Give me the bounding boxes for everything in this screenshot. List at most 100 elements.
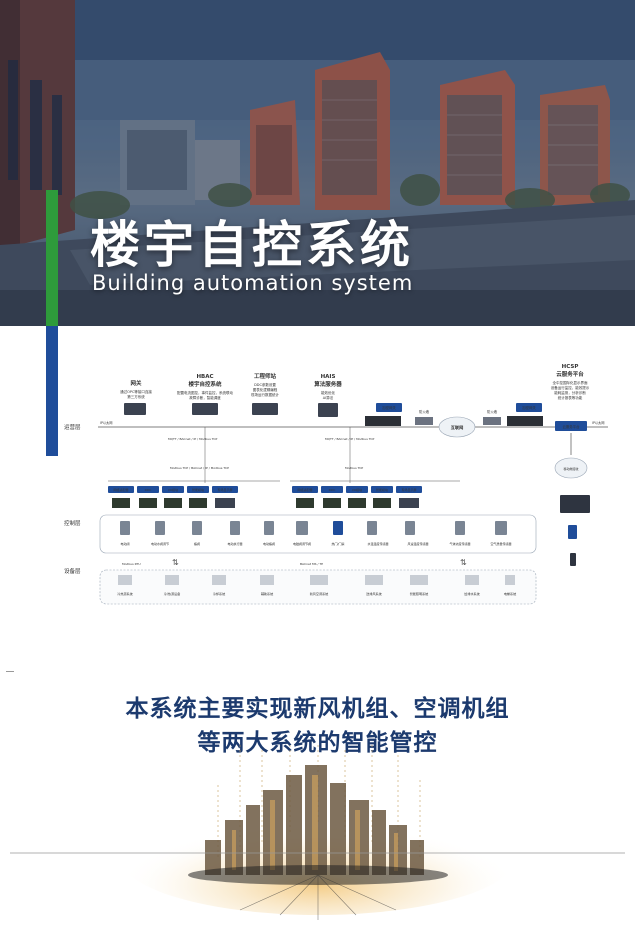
bus-label-right: IP以太网: [592, 420, 604, 425]
svg-text:HCSP: HCSP: [562, 364, 579, 370]
proto-label: Modbus TCP / BACnet / IP / Modbus TCP: [170, 466, 229, 470]
svg-text:AI算法: AI算法: [323, 395, 334, 400]
hero-subtitle: Building automation system: [92, 271, 414, 295]
svg-text:DDC参数设置: DDC参数设置: [254, 382, 276, 387]
hero-title: 楼宇自控系统: [90, 216, 414, 274]
svg-text:图表化逻辑编程: 图表化逻辑编程: [253, 387, 278, 392]
svg-text:故障诊断，智能调度: 故障诊断，智能调度: [189, 395, 221, 400]
top-node-engineer: 工程师站 DDC参数设置 图表化逻辑编程 现场运行数据统计: [251, 372, 279, 397]
system-architecture-diagram: 运营层 控制层 设备层 网关 通过OPC等接口连接 第三方系统 HBAC 楼宇自…: [64, 364, 608, 605]
svg-text:现场运行数据统计: 现场运行数据统计: [251, 392, 279, 397]
svg-text:热门/门禁: 热门/门禁: [331, 541, 344, 546]
net-device-label: 移动端接收: [563, 466, 578, 471]
svg-text:通过OPC等接口连接: 通过OPC等接口连接: [120, 389, 152, 394]
svg-text:网络适配器: 网络适配器: [113, 487, 128, 492]
controller-row-left: 网络适配器 DDC I/O模块 智能模块 现场显示屏: [108, 486, 238, 508]
proto-label: MQTT / BACnet / IP / Modbus TCP: [168, 437, 217, 441]
svg-text:配置电流图控，事件监控，系统联动: 配置电流图控，事件监控，系统联动: [177, 390, 233, 395]
svg-text:电动水阀调节: 电动水阀调节: [151, 541, 169, 546]
svg-text:水温温度传感器: 水温温度传感器: [367, 541, 388, 546]
field-devices-panel: [99, 514, 537, 554]
internet-cloud-icon: [438, 416, 476, 438]
svg-text:云服务平台: 云服务平台: [556, 370, 584, 378]
workstation-icons: [124, 403, 338, 417]
net-device-label: 防火墙: [419, 409, 430, 414]
caption-line-1: 本系统主要实现新风机组、空调机组: [125, 696, 510, 722]
svg-text:现场显示屏: 现场显示屏: [217, 487, 232, 492]
caption-line-2: 等两大系统的智能管控: [197, 730, 438, 756]
layer-label-device: 设备层: [64, 567, 81, 575]
gateway-device-icon: [507, 416, 543, 426]
svg-text:统计报表等功能: 统计报表等功能: [558, 395, 583, 400]
svg-text:HBAC: HBAC: [196, 374, 213, 380]
net-device-label: 云服务平台: [563, 424, 581, 429]
svg-text:电梯系统: 电梯系统: [504, 591, 516, 596]
accent-bar-green: [46, 190, 58, 326]
proto-label: Modbus TCP: [345, 466, 363, 470]
svg-text:智能模块: 智能模块: [376, 487, 388, 492]
svg-text:冷热源系统: 冷热源系统: [117, 591, 132, 596]
svg-text:设备运行监控，能效提示: 设备运行监控，能效提示: [551, 385, 590, 390]
svg-text:第三方系统: 第三方系统: [127, 394, 145, 399]
firewall-icon: [483, 417, 501, 425]
svg-text:网络适配器: 网络适配器: [297, 487, 312, 492]
proto-label: MQTT / BACnet / IP / Modbus TCP: [325, 437, 374, 441]
svg-text:I/O模块: I/O模块: [168, 487, 178, 492]
net-device-label: 互联网: [451, 424, 464, 431]
computer-icon: [252, 403, 278, 415]
svg-text:电动蝶阀: 电动蝶阀: [263, 541, 275, 546]
svg-text:冷/热源设备: 冷/热源设备: [164, 591, 181, 596]
tablet-icon: [568, 525, 577, 539]
layer-label-control: 控制层: [64, 519, 81, 527]
hero-banner: 楼宇自控系统 Building automation system: [0, 0, 635, 326]
divider-dash: [6, 671, 14, 672]
svg-text:空气质量传感器: 空气质量传感器: [490, 541, 511, 546]
mobile-cloud-icon: [554, 457, 588, 479]
svg-text:辅助系统: 辅助系统: [261, 591, 273, 596]
net-device-label-bg: [376, 403, 402, 412]
svg-text:能耗监测，分析诊断: 能耗监测，分析诊断: [554, 390, 586, 395]
computer-icon: [192, 403, 218, 415]
top-node-hcsp: HCSP 云服务平台 全中控国际化显示界面 设备运行监控，能效提示 能耗监测，分…: [551, 364, 590, 400]
top-node-gateway: 网关 通过OPC等接口连接 第三方系统: [120, 379, 152, 399]
svg-text:算法服务器: 算法服务器: [314, 380, 342, 388]
subsystem-icons: [118, 575, 515, 585]
svg-text:电磁阀调节阀: 电磁阀调节阀: [293, 541, 311, 546]
controller-row-right: 网络适配器 DDC I/O模块 智能模块 现场显示屏: [292, 486, 422, 508]
svg-text:DDC: DDC: [329, 488, 336, 492]
bottom-proto-label: Modbus RTU: [122, 562, 141, 566]
svg-text:I/O模块: I/O模块: [352, 487, 362, 492]
net-device-label: 加密网关: [522, 405, 536, 410]
svg-text:智能模块: 智能模块: [192, 487, 204, 492]
sync-arrows-icon: ⇅: [172, 558, 179, 567]
accent-bar-blue: [46, 326, 58, 456]
cloud-platform-badge: [555, 421, 587, 431]
net-device-label: 防火墙: [487, 409, 498, 414]
svg-text:现场显示屏: 现场显示屏: [401, 487, 416, 492]
svg-text:工程师站: 工程师站: [254, 372, 277, 380]
svg-text:能效优化: 能效优化: [321, 390, 335, 395]
field-device-icons: [120, 521, 507, 535]
svg-text:DDC: DDC: [145, 488, 152, 492]
firewall-icon: [415, 417, 433, 425]
digital-city-illustration: [10, 745, 625, 920]
layer-labels: 运营层 控制层 设备层: [64, 423, 81, 575]
bottom-proto-label: BACnet MS / TP: [300, 562, 323, 566]
top-node-hbac: HBAC 楼宇自控系统 配置电流图控，事件监控，系统联动 故障诊断，智能调度: [177, 374, 233, 400]
phone-icon: [570, 553, 576, 566]
svg-text:智能照明系统: 智能照明系统: [410, 591, 429, 596]
svg-text:电动执行器: 电动执行器: [227, 541, 242, 546]
top-node-hais: HAIS 算法服务器 能效优化 AI算法: [314, 374, 342, 400]
net-device-label-bg: [516, 403, 542, 412]
svg-text:电动阀: 电动阀: [120, 541, 129, 546]
svg-text:送排风系统: 送排风系统: [366, 591, 381, 596]
network-devices: 加密网关 防火墙 互联网 防火墙 加密网关 云服务平台 移动端接收: [365, 403, 590, 566]
computer-icon: [124, 403, 146, 415]
svg-text:冷却系统: 冷却系统: [213, 591, 225, 596]
svg-text:蝶阀: 蝶阀: [194, 541, 200, 546]
subsystem-labels: 冷热源系统 冷/热源设备 冷却系统 辅助系统 新风空调系统 送排风系统 智能照明…: [117, 591, 516, 596]
laptop-icon: [560, 495, 590, 513]
svg-text:全中控国际化显示界面: 全中控国际化显示界面: [553, 380, 588, 385]
svg-text:给排水系统: 给排水系统: [464, 591, 479, 596]
svg-text:气体浓度传感器: 气体浓度传感器: [449, 541, 470, 546]
